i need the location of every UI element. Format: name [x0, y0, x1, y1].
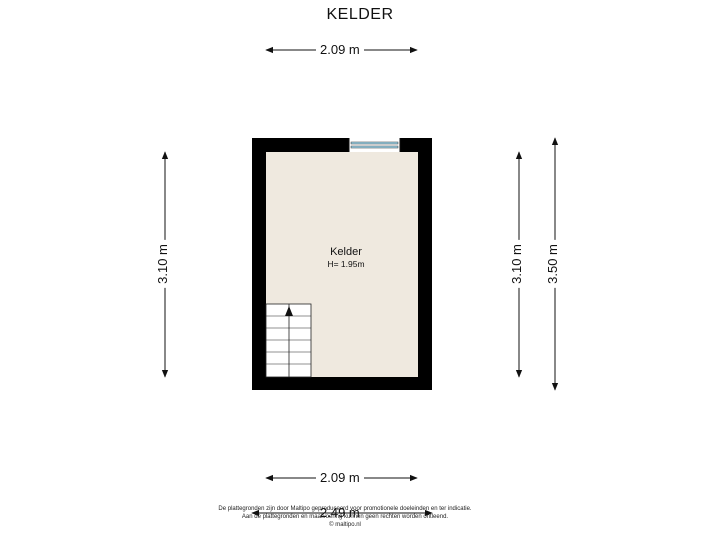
dim-label-right-inner: 3.10 m: [508, 240, 525, 288]
window: [348, 138, 401, 152]
floor-title: KELDER: [326, 6, 394, 23]
dim-label-top: 2.09 m: [316, 42, 364, 58]
footer-disclaimer-1: De plattegronden zijn door Maltipo gepro…: [218, 506, 472, 512]
footer-disclaimer-2: Aan de plattegronden en maatvoering kunn…: [241, 514, 449, 520]
dim-label-left: 3.10 m: [154, 240, 171, 288]
footer-copyright: © maltipo.nl: [329, 522, 361, 528]
room-name: Kelder: [330, 246, 362, 258]
room-height: H= 1.95m: [327, 259, 365, 269]
dim-label-bottom-outer: 2.49 m: [320, 505, 360, 520]
dim-label-right-outer: 3.50 m: [544, 240, 561, 288]
stairs-arrow-icon: [285, 306, 293, 316]
dim-label-bottom-inner: 2.09 m: [316, 470, 364, 486]
stairs: [265, 303, 312, 378]
